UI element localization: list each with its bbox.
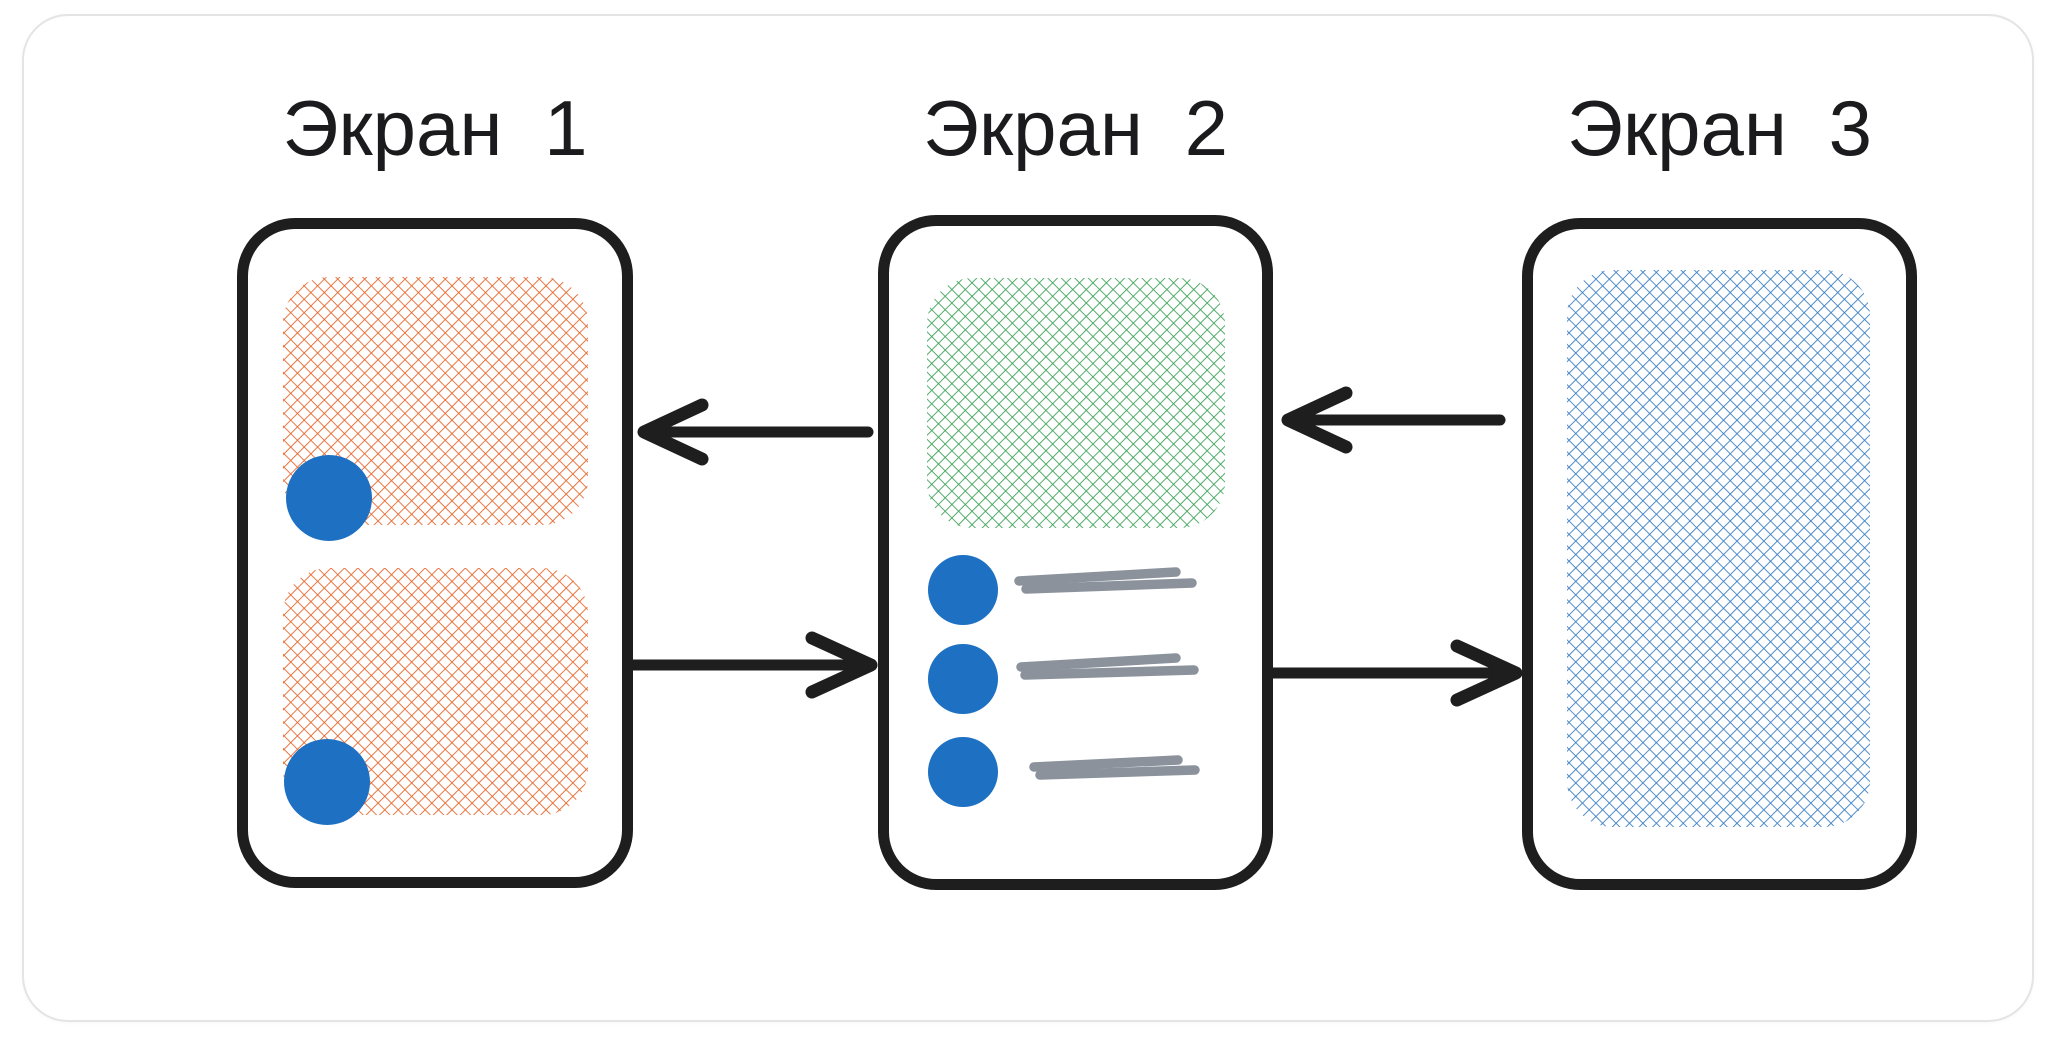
list-bullet-dot	[928, 644, 998, 714]
hero-hatched-block	[927, 278, 1225, 528]
card-2-badge-dot	[284, 739, 370, 825]
full-hatched-image	[1567, 270, 1870, 827]
list-bullet-dot	[928, 555, 998, 625]
screen-2-frame	[878, 215, 1273, 890]
list-text-line	[1029, 755, 1200, 780]
list-bullet-dot	[928, 737, 998, 807]
card-1-badge-dot	[286, 455, 372, 541]
screen-2-title: Экран 2	[922, 83, 1229, 172]
screen-1-title: Экран 1	[282, 83, 588, 172]
screen-3-title: Экран 3	[1566, 83, 1873, 172]
list-item-3	[928, 737, 1200, 807]
list-item-1	[928, 555, 1197, 625]
list-item-2	[928, 644, 1199, 714]
screen-3-content	[1567, 270, 1870, 827]
screen-3-frame	[1522, 218, 1917, 890]
screen-1-content	[283, 277, 588, 825]
hatched-card-2	[283, 568, 588, 815]
list-text-line	[1016, 653, 1199, 680]
hatched-card-1	[283, 277, 588, 525]
list-text-line	[1014, 567, 1197, 594]
screen-1-frame	[237, 218, 633, 888]
screen-2-content	[927, 278, 1225, 807]
